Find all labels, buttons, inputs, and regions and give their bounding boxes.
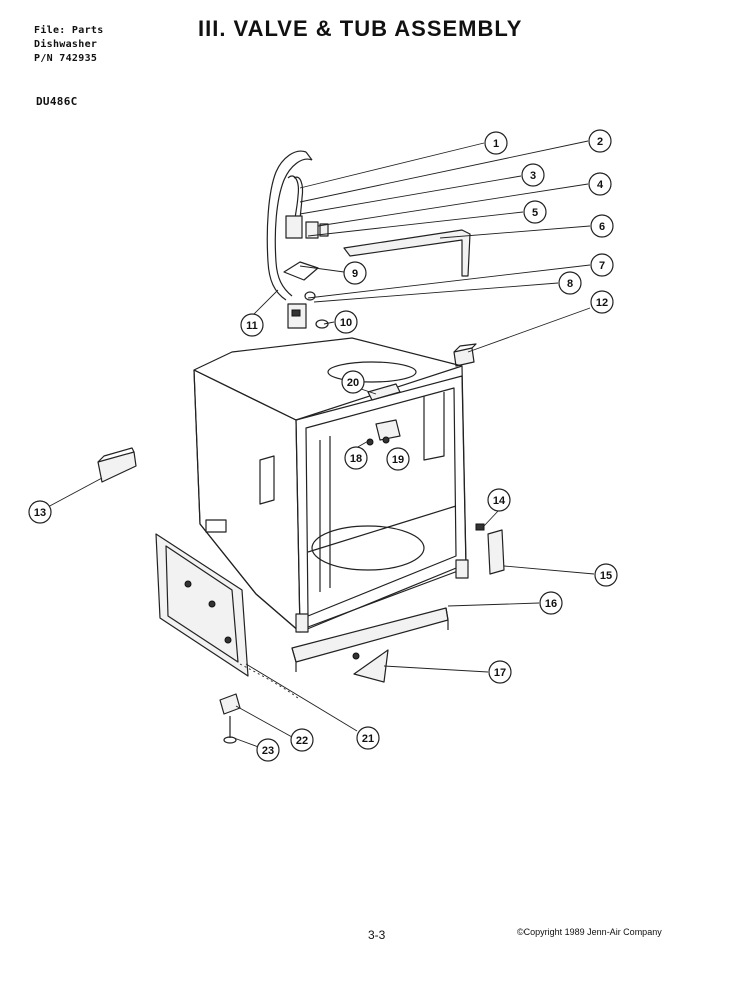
dishwasher-tub <box>193 337 469 633</box>
callout-21: 21 <box>356 726 380 750</box>
model-label: DU486C <box>36 95 78 108</box>
callout-4: 4 <box>588 172 612 196</box>
file-label: File: Parts <box>34 25 104 36</box>
callout-8: 8 <box>558 271 582 295</box>
callout-15: 15 <box>594 563 618 587</box>
svg-text:19: 19 <box>392 454 404 466</box>
page-title: III. VALVE & TUB ASSEMBLY <box>198 16 523 41</box>
callout-22: 22 <box>290 728 314 752</box>
svg-text:1: 1 <box>493 138 499 150</box>
svg-text:5: 5 <box>532 207 538 219</box>
fill-hose-assembly <box>266 150 313 301</box>
callout-19: 19 <box>386 447 410 471</box>
callout-10: 10 <box>334 310 358 334</box>
callout-17: 17 <box>488 660 512 684</box>
svg-text:22: 22 <box>296 735 308 747</box>
svg-text:10: 10 <box>340 317 352 329</box>
page-number: 3-3 <box>368 928 386 942</box>
vent-bracket <box>343 229 471 277</box>
product-label: Dishwasher <box>34 39 98 50</box>
svg-text:14: 14 <box>493 495 506 507</box>
callout-7: 7 <box>590 253 614 277</box>
svg-text:4: 4 <box>597 179 604 191</box>
svg-text:15: 15 <box>600 570 612 582</box>
mounting-bracket-top <box>453 343 477 367</box>
callout-16: 16 <box>539 591 563 615</box>
leveling-leg <box>219 693 241 744</box>
water-valve <box>283 215 329 329</box>
svg-text:17: 17 <box>494 667 506 679</box>
callout-23: 23 <box>256 738 280 762</box>
svg-text:20: 20 <box>347 377 359 389</box>
callout-12: 12 <box>590 290 614 314</box>
svg-text:18: 18 <box>350 453 362 465</box>
callout-14: 14 <box>487 488 511 512</box>
svg-text:23: 23 <box>262 745 274 757</box>
callout-1: 1 <box>484 131 508 155</box>
front-support-rail <box>291 607 449 672</box>
corner-brace <box>352 649 389 683</box>
callout-9: 9 <box>343 261 367 285</box>
side-bracket-left <box>97 447 137 483</box>
part-number-label: P/N 742935 <box>34 53 98 64</box>
svg-text:21: 21 <box>362 733 374 745</box>
callout-18: 18 <box>344 446 368 470</box>
leader-lines <box>45 140 595 749</box>
copyright-notice: ©Copyright 1989 Jenn-Air Company <box>517 927 662 937</box>
callout-13: 13 <box>28 500 52 524</box>
svg-text:13: 13 <box>34 507 46 519</box>
svg-text:7: 7 <box>599 260 605 272</box>
svg-text:6: 6 <box>599 221 605 233</box>
svg-text:2: 2 <box>597 136 603 148</box>
callout-11: 11 <box>240 313 264 337</box>
svg-text:16: 16 <box>545 598 557 610</box>
callout-6: 6 <box>590 214 614 238</box>
callout-20: 20 <box>341 370 365 394</box>
callout-5: 5 <box>523 200 547 224</box>
side-access-panel <box>155 533 249 677</box>
side-bracket-right <box>475 523 505 575</box>
svg-text:11: 11 <box>246 320 258 332</box>
bracket-clip <box>366 419 401 446</box>
svg-text:3: 3 <box>530 170 536 182</box>
svg-text:12: 12 <box>596 297 608 309</box>
callout-2: 2 <box>588 129 612 153</box>
svg-text:8: 8 <box>567 278 573 290</box>
top-mounting-bracket <box>367 383 401 401</box>
svg-text:9: 9 <box>352 268 358 280</box>
callout-3: 3 <box>521 163 545 187</box>
